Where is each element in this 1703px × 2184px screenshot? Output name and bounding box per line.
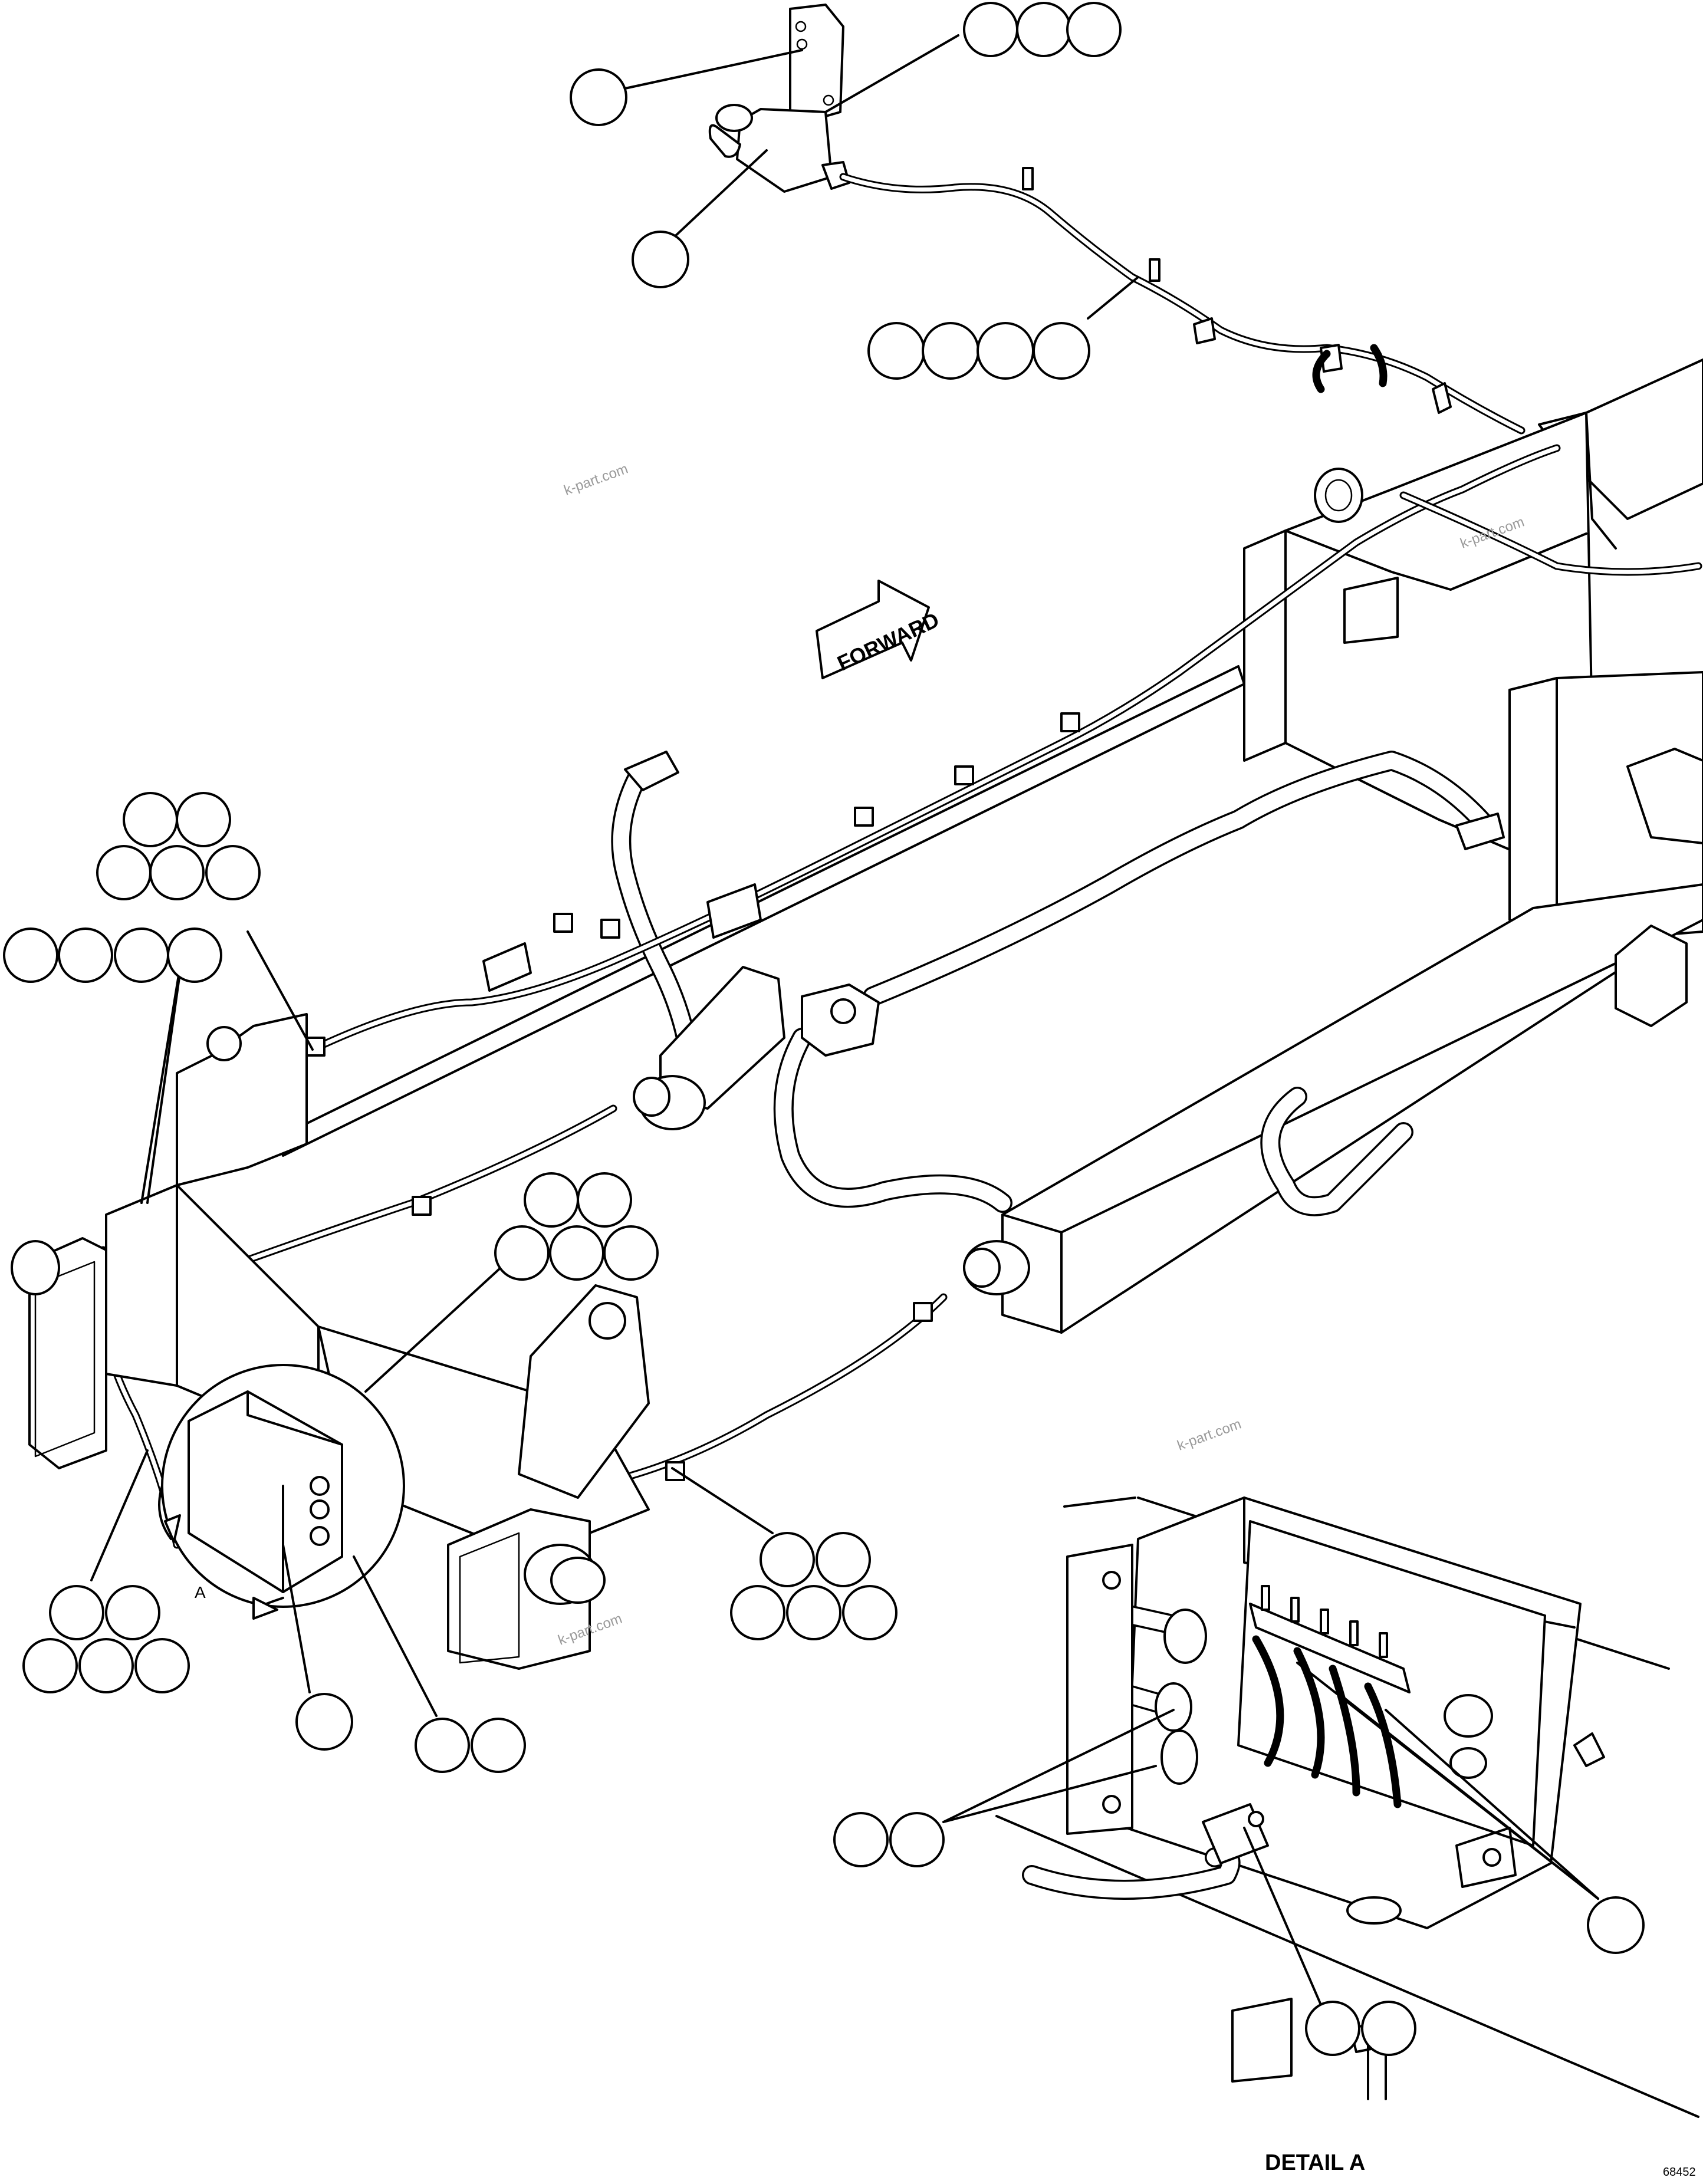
detail-view-marker: A bbox=[195, 1583, 206, 1601]
balloon-detail-hose-clamp bbox=[1305, 2001, 1416, 2056]
balloon-center-harness-clamp bbox=[494, 1172, 659, 1281]
balloon-wire-to-bracket bbox=[963, 2, 1122, 57]
balloon-front-harness-clamp bbox=[730, 1532, 897, 1640]
balloon-left-frame-clamp bbox=[96, 792, 261, 900]
balloon-left-vertical-harness bbox=[3, 927, 222, 983]
watermark: k-part.com bbox=[562, 461, 630, 498]
left-axle-assembly bbox=[11, 1013, 650, 1670]
balloon-detail-grommets bbox=[833, 1812, 945, 1867]
balloon-rear-connector bbox=[632, 231, 689, 288]
leader-lines bbox=[90, 34, 1599, 2006]
balloon-lower-left-clamp bbox=[22, 1585, 190, 1693]
sheet-code: 68452 bbox=[1663, 2166, 1696, 2179]
forward-arrow: FORWARD bbox=[816, 580, 943, 679]
detail-a-title: DETAIL A bbox=[1265, 2150, 1365, 2175]
callout-balloon-groups bbox=[3, 2, 1645, 2056]
hydraulic-hoses bbox=[611, 751, 1505, 1295]
detail-a-callout-circle: A bbox=[158, 1364, 405, 1620]
watermark: k-part.com bbox=[1175, 1416, 1244, 1453]
rear-harness-assembly bbox=[708, 4, 1526, 435]
detail-a-view: DETAIL A 68452 bbox=[995, 1496, 1699, 2179]
balloon-junction-box bbox=[295, 1693, 353, 1751]
balloon-upper-harness-clip bbox=[867, 322, 1090, 380]
balloon-junction-box-fastener bbox=[415, 1718, 526, 1773]
balloon-frame-hanger-bracket bbox=[570, 68, 627, 126]
balloon-detail-terminal-wires bbox=[1587, 1896, 1645, 1954]
machine-frame bbox=[276, 358, 1703, 1334]
